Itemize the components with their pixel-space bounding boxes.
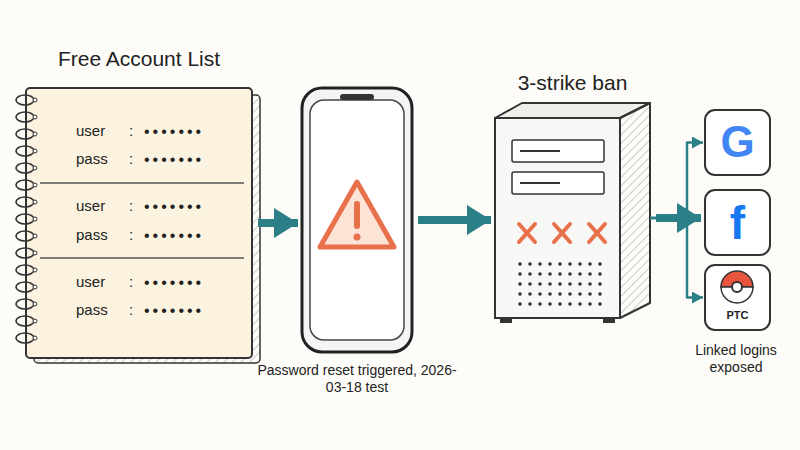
notebook-drawing [16, 88, 260, 363]
login-icons [705, 110, 770, 330]
field-separator: : [129, 150, 133, 168]
field-separator: : [129, 273, 133, 291]
field-name: pass [76, 226, 108, 244]
server-box: 3-strike ban [495, 118, 650, 318]
google-login-box: G [705, 110, 770, 175]
phone-alert: Password reset triggered, 2026-03-18 tes… [302, 88, 412, 352]
google-logo-letter: G [705, 116, 770, 169]
branch-connector [650, 218, 703, 298]
masked-value: ••••••• [144, 122, 204, 141]
masked-value: ••••••• [144, 301, 204, 320]
field-separator: : [129, 197, 133, 215]
field-name: pass [76, 301, 108, 319]
branch-connector [650, 143, 703, 219]
facebook-logo-letter: f [705, 196, 770, 251]
field-separator: : [129, 122, 133, 140]
field-name: user [76, 122, 105, 140]
masked-value: ••••••• [144, 226, 204, 245]
server-title: 3-strike ban [490, 70, 655, 95]
field-separator: : [129, 301, 133, 319]
ptc-label: PTC [705, 309, 770, 322]
flow-arrow [418, 216, 491, 224]
server-drawing [495, 103, 650, 323]
facebook-login-box: f [705, 190, 770, 255]
flow-arrow [258, 219, 298, 227]
field-separator: : [129, 226, 133, 244]
phone-caption: Password reset triggered, 2026-03-18 tes… [257, 362, 457, 396]
account-notebook: Free Account Listuser:•••••••pass:••••••… [26, 88, 252, 358]
field-name: user [76, 197, 105, 215]
masked-value: ••••••• [144, 273, 204, 292]
field-name: pass [76, 150, 108, 168]
masked-value: ••••••• [144, 197, 204, 216]
field-name: user [76, 273, 105, 291]
phone-drawing [302, 88, 412, 352]
notebook-title: Free Account List [26, 46, 252, 71]
ptc-login-box: PTC [705, 265, 770, 330]
masked-value: ••••••• [144, 150, 204, 169]
group-note: Linked logins exposed [682, 342, 790, 376]
